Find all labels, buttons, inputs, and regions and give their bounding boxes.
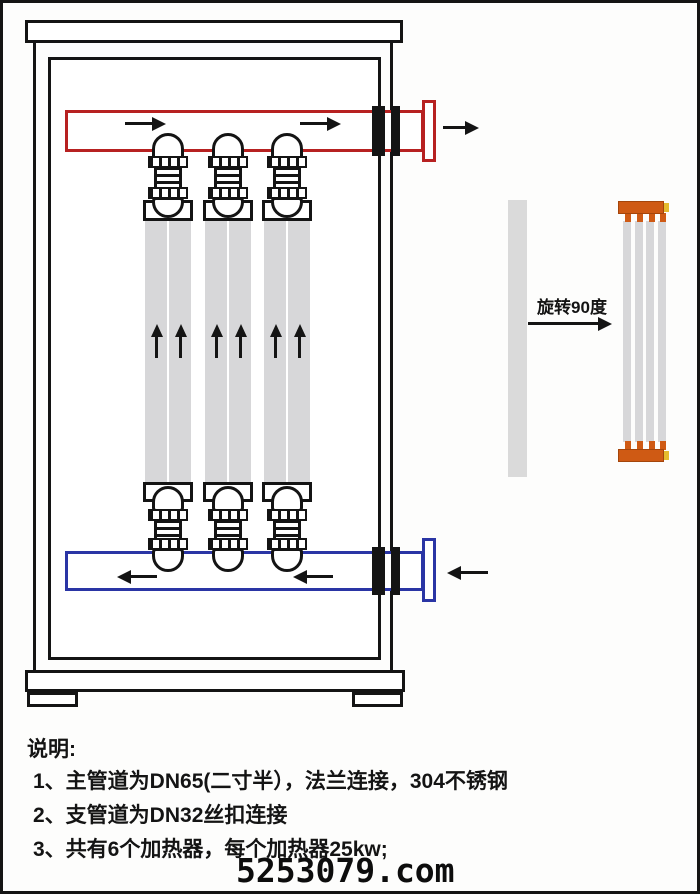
top-connector-2-spring <box>214 167 242 188</box>
outlet-pipe <box>65 110 424 152</box>
element-pin-top-2 <box>637 213 643 222</box>
notes-title: 说明: <box>27 738 76 761</box>
rotation-arrow-icon <box>528 322 598 325</box>
top-connector-1-spring <box>154 167 182 188</box>
bottom-connector-3-neck <box>271 548 303 572</box>
element-rod-4 <box>658 221 666 442</box>
flow-up-arrow-3-right <box>298 337 301 358</box>
cabinet-top-cap <box>25 20 403 43</box>
element-rod-1 <box>623 221 631 442</box>
outlet-wall-seal-1 <box>372 106 385 156</box>
element-cap-tip-top <box>661 203 669 212</box>
element-pin-top-4 <box>660 213 666 222</box>
element-rod-2 <box>635 221 643 442</box>
inlet-wall-seal-1 <box>372 547 385 595</box>
note-line-2: 2、支管道为DN32丝扣连接 <box>33 804 288 827</box>
bottom-connector-2-cap <box>212 486 244 512</box>
watermark: 5253079.com <box>236 851 455 890</box>
rotation-label: 旋转90度 <box>537 298 607 317</box>
bottom-connector-1-spring <box>154 520 182 539</box>
element-pin-bottom-2 <box>637 441 643 450</box>
element-rod-3 <box>646 221 654 442</box>
bottom-connector-3-collar-lower <box>267 538 307 550</box>
element-cap-top <box>618 201 664 214</box>
element-pin-bottom-1 <box>625 441 631 450</box>
cabinet-foot-right <box>352 692 403 707</box>
flow-up-arrow-1-left <box>155 337 158 358</box>
top-connector-3-cap <box>271 133 303 160</box>
top-connector-3-spring <box>273 167 301 188</box>
outlet-direction-arrow <box>443 126 465 129</box>
element-pin-top-1 <box>625 213 631 222</box>
inlet-wall-seal-2 <box>391 547 400 595</box>
flow-up-arrow-1-right <box>179 337 182 358</box>
flow-up-arrow-2-left <box>215 337 218 358</box>
note-line-3: 3、共有6个加热器，每个加热器25kw; <box>33 838 388 861</box>
outlet-wall-seal-2 <box>391 106 400 156</box>
inlet-direction-arrow <box>461 571 488 574</box>
element-pin-bottom-4 <box>660 441 666 450</box>
bottom-connector-1-cap <box>152 486 184 512</box>
inlet-flow-arrow-1 <box>131 575 157 578</box>
outlet-flow-arrow-1 <box>125 122 152 125</box>
cabinet-foot-left <box>27 692 78 707</box>
top-connector-2-collar-lower <box>208 187 248 199</box>
cabinet-left-wall <box>33 41 36 671</box>
cabinet-right-wall <box>390 41 393 671</box>
flow-up-arrow-2-right <box>239 337 242 358</box>
outlet-flow-arrow-2 <box>300 122 327 125</box>
top-connector-1-collar-lower <box>148 187 188 199</box>
inlet-flow-arrow-2 <box>307 575 333 578</box>
element-cap-tip-bottom <box>661 451 669 460</box>
bottom-connector-3-spring <box>273 520 301 539</box>
bottom-connector-2-collar-lower <box>208 538 248 550</box>
element-pin-bottom-3 <box>649 441 655 450</box>
outlet-flange <box>422 100 436 162</box>
flow-up-arrow-3-left <box>274 337 277 358</box>
element-side-view-bar <box>508 200 527 477</box>
note-line-1: 1、主管道为DN65(二寸半），法兰连接，304不锈钢 <box>33 770 508 793</box>
element-pin-top-3 <box>649 213 655 222</box>
element-cap-bottom <box>618 449 664 462</box>
bottom-connector-2-spring <box>214 520 242 539</box>
bottom-connector-3-cap <box>271 486 303 512</box>
top-connector-3-collar-lower <box>267 187 307 199</box>
inlet-flange <box>422 538 436 602</box>
cabinet-base <box>25 670 405 692</box>
bottom-connector-1-collar-lower <box>148 538 188 550</box>
